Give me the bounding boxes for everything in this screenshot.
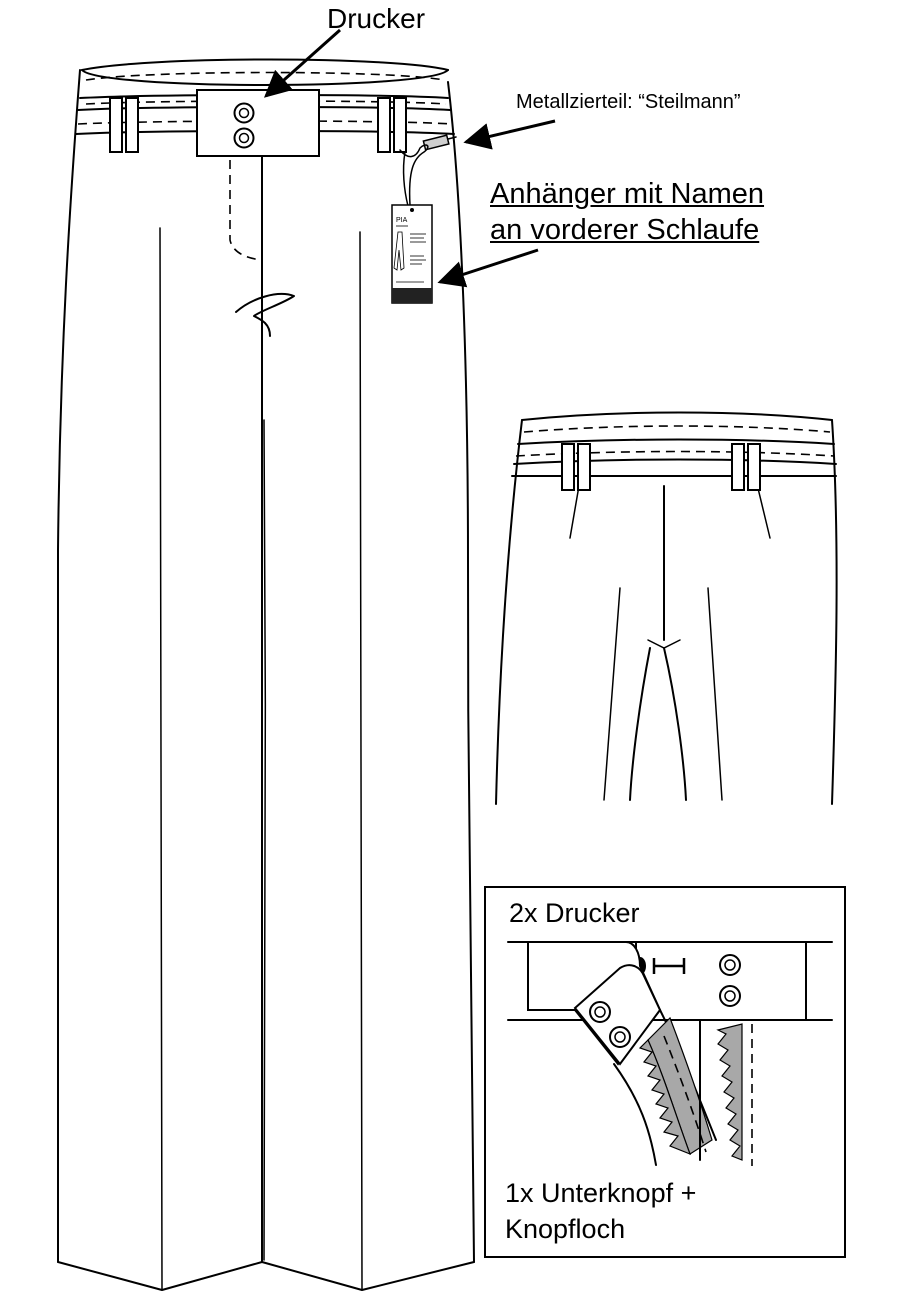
hang-tag: PIA [391,204,433,304]
back-crotch-left [629,647,651,801]
front-inseam-left [261,299,264,1263]
waistband-top-edge [81,58,449,71]
detail-left-snap-2 [609,1026,631,1048]
belt-loop-back-left [561,443,591,491]
back-right-side [831,419,838,805]
back-crotch-right [663,647,687,801]
belt-loop-front-left [109,97,139,153]
arrow-metallzierteil [463,119,556,150]
label-metallzierteil: Metallzierteil: “Steilmann” [516,91,741,113]
detail-curved-fly-outer [613,1063,657,1166]
back-line-1 [517,438,835,445]
hang-tag-brand: PIA [396,217,408,224]
detail-left-snap-1 [589,1001,611,1023]
front-crease-right [359,231,363,1291]
front-crotch-curve [235,292,295,337]
front-left-side-seam [55,69,81,1263]
hang-tag-cord-2 [402,151,409,207]
back-view-trousers [495,411,838,805]
detail-caption-line-2: Knopfloch [505,1214,626,1244]
front-right-side-seam [447,81,475,1263]
detail-right-snap-1 [719,954,741,976]
back-stitch-1 [523,425,831,433]
front-right-hem [261,1261,475,1291]
detail-zipper-right [716,1023,743,1161]
label-anhaenger-line-1: Anhänger mit Namen [490,178,765,210]
front-snap-button-1 [233,102,255,124]
front-view-trousers: PIA [55,58,475,1291]
hang-tag-cord [399,144,429,206]
detail-left-tab-face [573,964,662,1066]
detail-right-snap-2 [719,985,741,1007]
detail-right-tab [635,941,807,1021]
back-crotch-mark [647,639,681,649]
back-leg-line-right [707,587,723,801]
detail-fly-stitch-left [663,1035,707,1153]
front-crease-left [159,227,163,1291]
back-waistband-top [521,411,833,421]
waistband-inner-edge [81,69,449,86]
detail-box [484,886,846,1258]
back-left-side [495,419,523,805]
detail-title: 2x Drucker [509,898,640,928]
front-left-hem [57,1261,263,1291]
label-anhaenger-line-2: an vorderer Schlaufe [490,214,760,246]
front-fly-stitch [229,160,263,261]
front-inseam-right [263,419,267,1261]
arrow-anhaenger [437,248,539,288]
label-drucker: Drucker [327,3,426,34]
belt-loop-front-right [377,97,407,153]
detail-buttonhole-mark [652,958,686,974]
front-snap-button-2 [233,127,255,149]
back-leg-line-left [603,587,621,801]
front-fly-tab [196,89,320,157]
belt-loop-back-right [731,443,761,491]
detail-zipper-teeth-left [638,1038,692,1156]
back-line-2 [513,458,837,465]
detail-caption-line-1: 1x Unterknopf + [505,1178,697,1208]
waistband-stitch-top [85,71,445,81]
arrow-drucker [263,28,341,98]
